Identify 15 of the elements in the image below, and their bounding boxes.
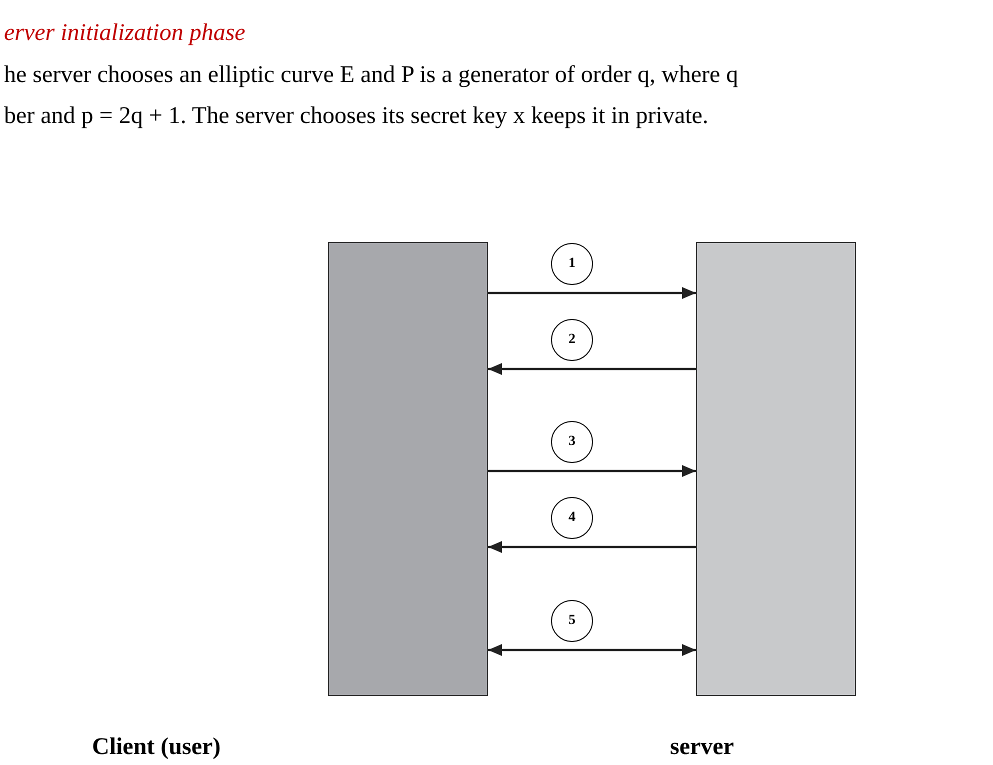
step-number: 3: [551, 421, 593, 463]
client-label: Client (user): [92, 734, 221, 761]
body-text: ber and p = 2q + 1. The server chooses its secret key x keeps it in private.: [4, 103, 708, 130]
arrow: [488, 541, 696, 553]
server-label: server: [670, 734, 734, 761]
arrow: [488, 363, 696, 375]
body-text: he server chooses an elliptic curve E and P is a generator of order q, where q: [4, 62, 738, 89]
arrow: [488, 465, 696, 477]
step-number: 5: [551, 600, 593, 642]
arrow: [488, 644, 696, 656]
step-number: 2: [551, 319, 593, 361]
section-heading: erver initialization phase: [4, 20, 246, 47]
arrow: [488, 287, 696, 299]
step-number: 1: [551, 243, 593, 285]
step-number: 4: [551, 497, 593, 539]
